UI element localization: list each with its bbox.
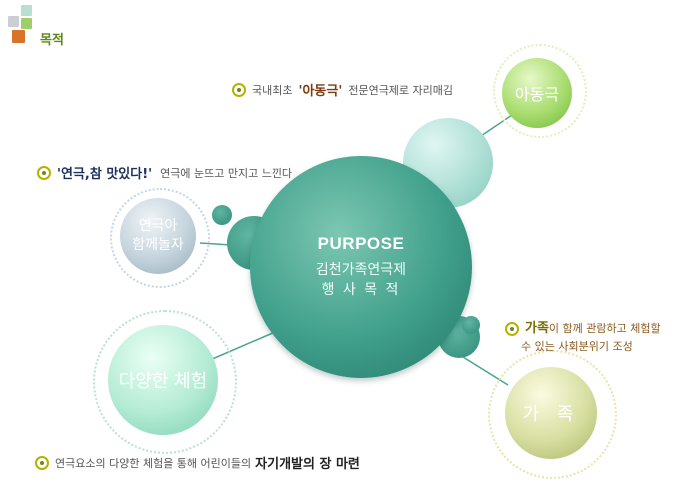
- caption-taste-post: 연극에 눈뜨고 만지고 느낀다: [160, 166, 293, 180]
- logo-square-green: [21, 18, 32, 29]
- caption-development-pre: 연극요소의 다양한 체험을 통해 어린이들의: [55, 456, 252, 470]
- caption-development-highlight: 자기개발의 장 마련: [255, 457, 360, 472]
- purpose-subtitle-1: 김천가족연극제: [315, 262, 407, 278]
- caption-children: 국내최초 '아동극' 전문연극제로 자리매김: [232, 80, 453, 99]
- family-label: 가 족: [522, 404, 580, 425]
- play-together-bubble: 연극아 함께놀자: [120, 198, 196, 274]
- bullet-icon: [35, 455, 49, 470]
- caption-family-line1: 이 함께 관람하고 체험할: [548, 322, 661, 335]
- small-teal-dot: [212, 205, 232, 225]
- caption-taste-highlight: '연극,참 맛있다!': [57, 167, 153, 182]
- bullet-icon: [37, 165, 51, 180]
- halo-children: [493, 44, 587, 138]
- caption-children-post: 전문연극제로 자리매김: [348, 83, 454, 97]
- logo-square-teal: [21, 5, 32, 16]
- caption-development: 연극요소의 다양한 체험을 통해 어린이들의 자기개발의 장 마련: [35, 453, 360, 472]
- diverse-experience-bubble: 다양한 체험: [108, 325, 218, 435]
- children-play-label: 아동극: [514, 85, 560, 104]
- caption-taste: '연극,참 맛있다!' 연극에 눈뜨고 만지고 느낀다: [37, 163, 292, 182]
- caption-family-line2: 수 있는 사회분위기 조성: [521, 340, 633, 353]
- halo-together: [110, 188, 210, 288]
- bullet-icon: [505, 322, 519, 336]
- family-bubble: 가 족: [505, 367, 597, 459]
- bullet-icon: [232, 82, 246, 97]
- caption-family-highlight: 가족: [525, 321, 549, 336]
- caption-children-highlight: '아동극': [298, 84, 343, 99]
- diverse-experience-label: 다양한 체험: [118, 371, 208, 392]
- caption-children-pre: 국내최초: [252, 83, 293, 97]
- halo-family: [488, 350, 617, 479]
- play-together-line1: 연극아: [138, 218, 178, 234]
- caption-family: 가족 이 함께 관람하고 체험할 수 있는 사회분위기 조성: [505, 320, 661, 356]
- play-together-line2: 함께놀자: [132, 237, 184, 253]
- logo-square-orange: [12, 30, 25, 43]
- logo-square-gray: [8, 16, 19, 27]
- purpose-subtitle-2: 행 사 목 적: [321, 282, 401, 298]
- small-teal-dot-right: [462, 316, 480, 334]
- page-title: 목적: [40, 33, 64, 48]
- purpose-circle: PURPOSE 김천가족연극제 행 사 목 적: [250, 156, 472, 378]
- children-play-bubble: 아동극: [502, 58, 572, 128]
- halo-experience: [93, 310, 237, 454]
- purpose-title: PURPOSE: [317, 234, 405, 253]
